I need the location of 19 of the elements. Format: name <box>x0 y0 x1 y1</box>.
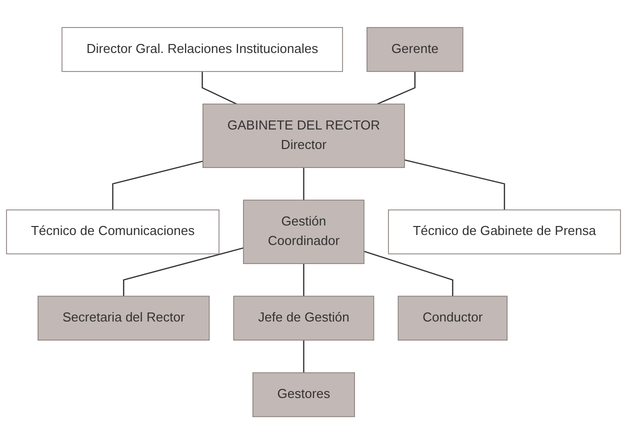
connector <box>377 71 416 104</box>
node-box: Conductor <box>398 296 508 340</box>
node-box: Técnico de Comunicaciones <box>6 209 220 254</box>
connector <box>123 247 244 296</box>
connector <box>404 159 506 210</box>
connector <box>303 167 304 200</box>
node-box: Gerente <box>366 27 464 72</box>
connector <box>364 250 454 296</box>
connector <box>112 160 204 210</box>
node-box: Jefe de Gestión <box>233 296 374 340</box>
connector <box>303 264 304 296</box>
connector <box>303 340 304 373</box>
connector <box>202 71 237 104</box>
node-box: GABINETE DEL RECTOR Director <box>202 104 405 168</box>
node-box: Secretaria del Rector <box>38 296 210 340</box>
node-box: Director Gral. Relaciones Institucionales <box>62 27 343 72</box>
node-box: Gestión Coordinador <box>243 200 364 264</box>
node-box: Técnico de Gabinete de Prensa <box>388 209 621 254</box>
node-box: Gestores <box>252 372 355 417</box>
